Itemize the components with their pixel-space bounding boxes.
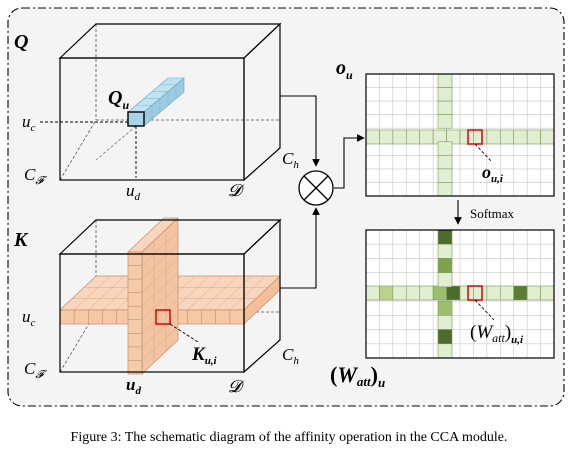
query-vector bbox=[127, 77, 185, 127]
o-u-label: ou bbox=[336, 57, 353, 82]
q-ud-label: ud bbox=[126, 181, 141, 203]
q-ch-label: Ch bbox=[282, 149, 299, 171]
key-element-label: Ku,i bbox=[191, 344, 218, 367]
attention-map-w bbox=[365, 229, 555, 359]
q-uc-label: uc bbox=[22, 112, 36, 134]
figure-caption: Figure 3: The schematic diagram of the a… bbox=[70, 430, 508, 445]
k-label: K bbox=[13, 229, 29, 251]
query-tensor bbox=[40, 22, 282, 182]
q-label: Q bbox=[14, 31, 28, 53]
query-vector-label: Qu bbox=[108, 87, 129, 112]
multiply-operator bbox=[298, 170, 334, 206]
w-att-label: (Watt)u bbox=[330, 362, 385, 390]
k-uc-label: uc bbox=[22, 307, 36, 329]
w-ui-label: (Watt)u,i bbox=[470, 322, 524, 346]
affinity-map-o bbox=[365, 73, 555, 197]
key-highlight bbox=[155, 309, 171, 325]
k-ch-label: Ch bbox=[282, 345, 299, 367]
o-ui-label: ou,i bbox=[482, 162, 504, 185]
k-d-label: 𝓓 bbox=[228, 377, 245, 396]
key-tensor bbox=[58, 217, 282, 375]
q-d-label: 𝓓 bbox=[228, 181, 245, 200]
connector-arrows bbox=[280, 95, 462, 289]
softmax-label: Softmax bbox=[470, 206, 515, 221]
k-ud-label: ud bbox=[126, 375, 141, 397]
